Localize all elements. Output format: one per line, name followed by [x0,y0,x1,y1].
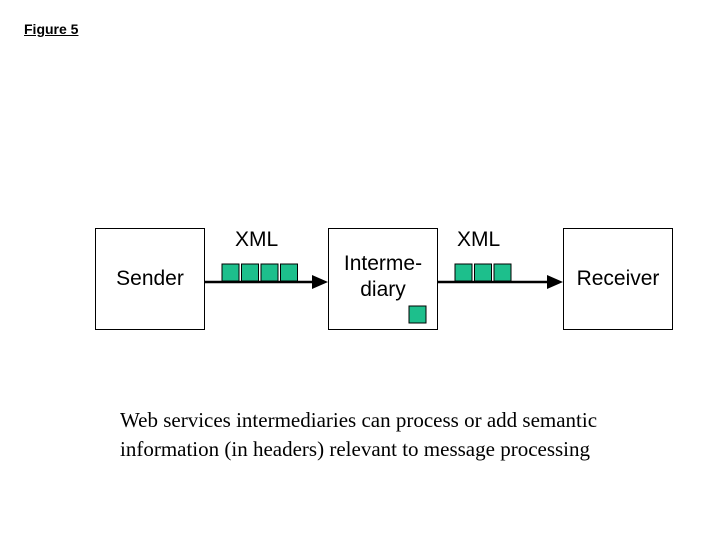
xml-label-2: XML [457,228,501,251]
receiver-node: Receiver [563,228,673,330]
message-blocks-2 [454,263,512,282]
sender-node: Sender [95,228,205,330]
receiver-label: Receiver [576,267,660,290]
message-block [221,263,240,282]
figure-label: Figure 5 [24,21,79,37]
sender-label: Sender [116,267,184,290]
message-block [454,263,473,282]
message-block [474,263,492,282]
message-blocks-1 [221,263,298,282]
arrow-intermediary-to-receiver [438,275,563,289]
arrow-sender-to-intermediary [205,275,328,289]
message-block [260,263,279,282]
intermediary-label: Interme- diary [343,252,423,301]
message-block [493,263,512,282]
message-block [241,263,259,282]
xml-label-1: XML [235,228,279,251]
caption: Web services intermediaries can process … [120,408,598,461]
intermediary-node: Interme- diary [328,228,438,330]
header-block [408,305,427,324]
message-block [280,263,298,282]
message-block [408,305,427,324]
